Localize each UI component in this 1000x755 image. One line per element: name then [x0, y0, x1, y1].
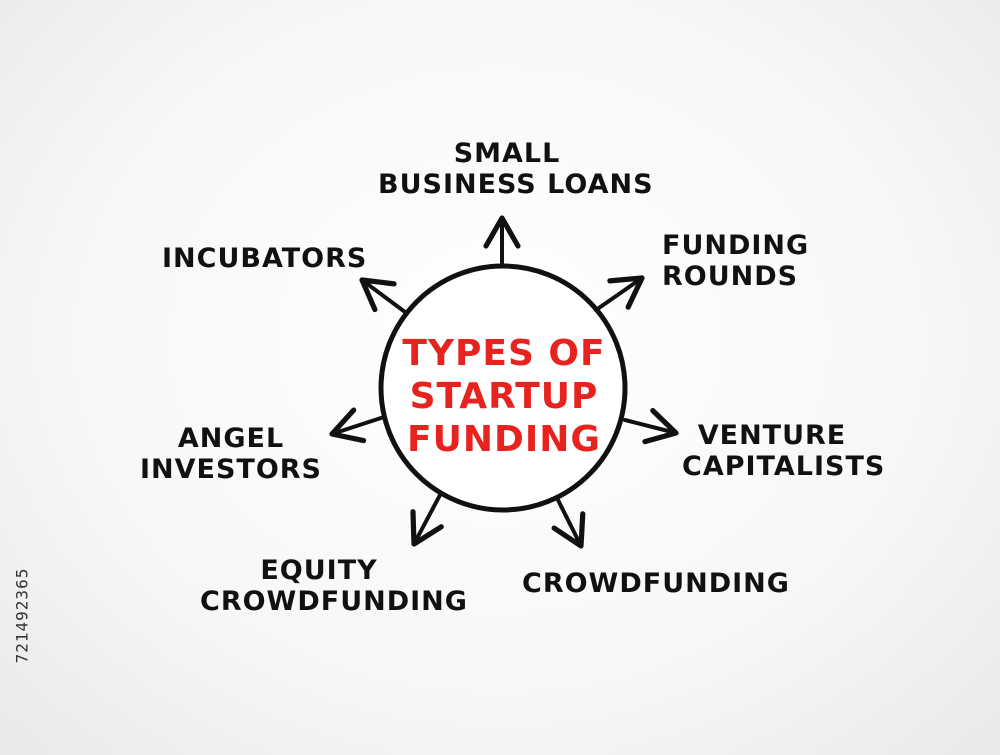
label-equity-crowdfunding: EQUITY CROWDFUNDING [200, 555, 468, 617]
arrow-venture-capitalists [623, 407, 679, 445]
arrow-equity-crowdfunding [410, 493, 444, 547]
label-crowdfunding: CROWDFUNDING [522, 568, 790, 599]
label-small-business-loans: SMALL BUSINESS LOANS [378, 138, 654, 200]
center-title-line-3: FUNDING [407, 419, 601, 460]
label-angel-investors-line-1: ANGEL [177, 423, 285, 454]
label-incubators: INCUBATORS [162, 243, 367, 274]
stock-image-id: 721492365 [12, 567, 32, 664]
label-funding-rounds-line-1: FUNDING [662, 230, 810, 261]
center-title: TYPES OF STARTUP FUNDING [380, 332, 628, 461]
label-equity-crowdfunding-line-2: CROWDFUNDING [200, 586, 468, 617]
arrow-crowdfunding [551, 498, 586, 549]
label-angel-investors-line-2: INVESTORS [139, 454, 323, 485]
label-equity-crowdfunding-line-1: EQUITY [260, 555, 378, 586]
center-title-line-1: TYPES OF [402, 333, 606, 374]
label-venture-capitalists: VENTURE CAPITALISTS [682, 420, 886, 482]
label-funding-rounds: FUNDING ROUNDS [662, 230, 809, 292]
center-title-line-2: STARTUP [409, 376, 599, 417]
label-crowdfunding-line-1: CROWDFUNDING [522, 568, 790, 599]
label-small-business-loans-line-1: SMALL [453, 138, 561, 169]
label-small-business-loans-line-2: BUSINESS LOANS [378, 169, 654, 200]
label-funding-rounds-line-2: ROUNDS [662, 261, 799, 292]
label-incubators-line-1: INCUBATORS [162, 243, 368, 274]
arrow-incubators [359, 277, 407, 314]
arrow-angel-investors [329, 407, 383, 444]
arrow-funding-rounds [594, 275, 645, 312]
label-venture-capitalists-line-1: VENTURE [697, 420, 847, 451]
label-angel-investors: ANGEL INVESTORS [136, 423, 326, 485]
label-venture-capitalists-line-2: CAPITALISTS [682, 451, 886, 482]
